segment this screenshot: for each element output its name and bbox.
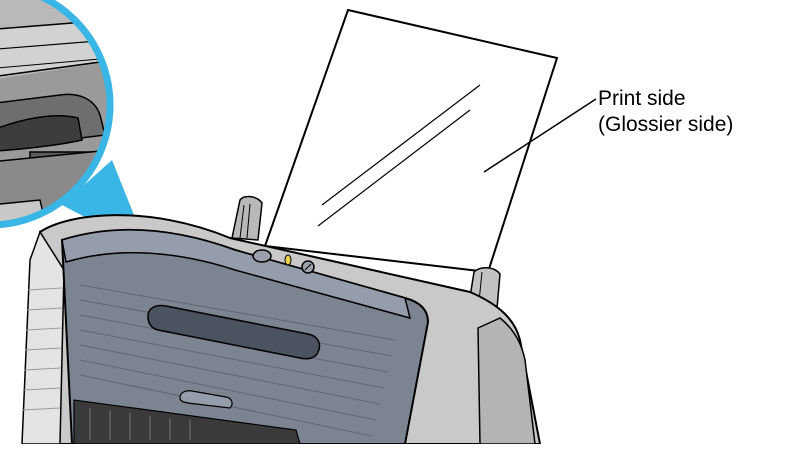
- paper-guide-left: [232, 197, 262, 240]
- print-side-label-line2: (Glossier side): [598, 112, 733, 138]
- power-button-icon: [253, 250, 271, 262]
- resume-button-icon: [302, 261, 314, 273]
- print-side-label: Print side (Glossier side): [598, 86, 733, 138]
- indicator-lamp-icon: [285, 255, 291, 265]
- paper-sheet: [265, 10, 557, 272]
- print-side-label-line1: Print side: [598, 86, 733, 112]
